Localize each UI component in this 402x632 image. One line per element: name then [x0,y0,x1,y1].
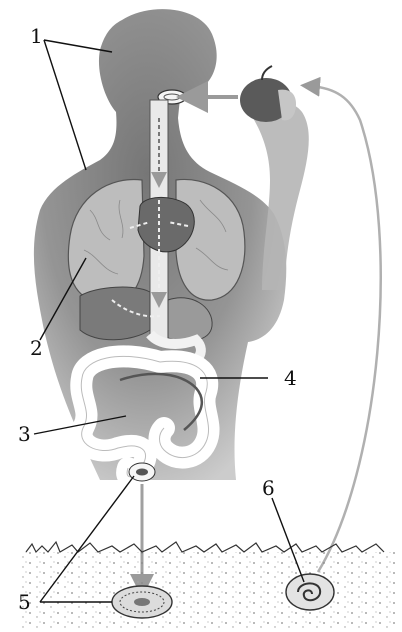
label-2: 2 [30,338,43,358]
label-4: 4 [284,368,297,388]
larvated-egg-in-soil [286,574,334,610]
egg-in-soil [112,586,172,618]
soil-to-apple-arc-arrow [310,86,381,572]
label-3: 3 [18,424,31,444]
label-6: 6 [262,478,275,498]
soil [20,552,400,628]
label-5: 5 [18,592,31,612]
label-1: 1 [30,26,43,46]
liver [80,287,150,340]
